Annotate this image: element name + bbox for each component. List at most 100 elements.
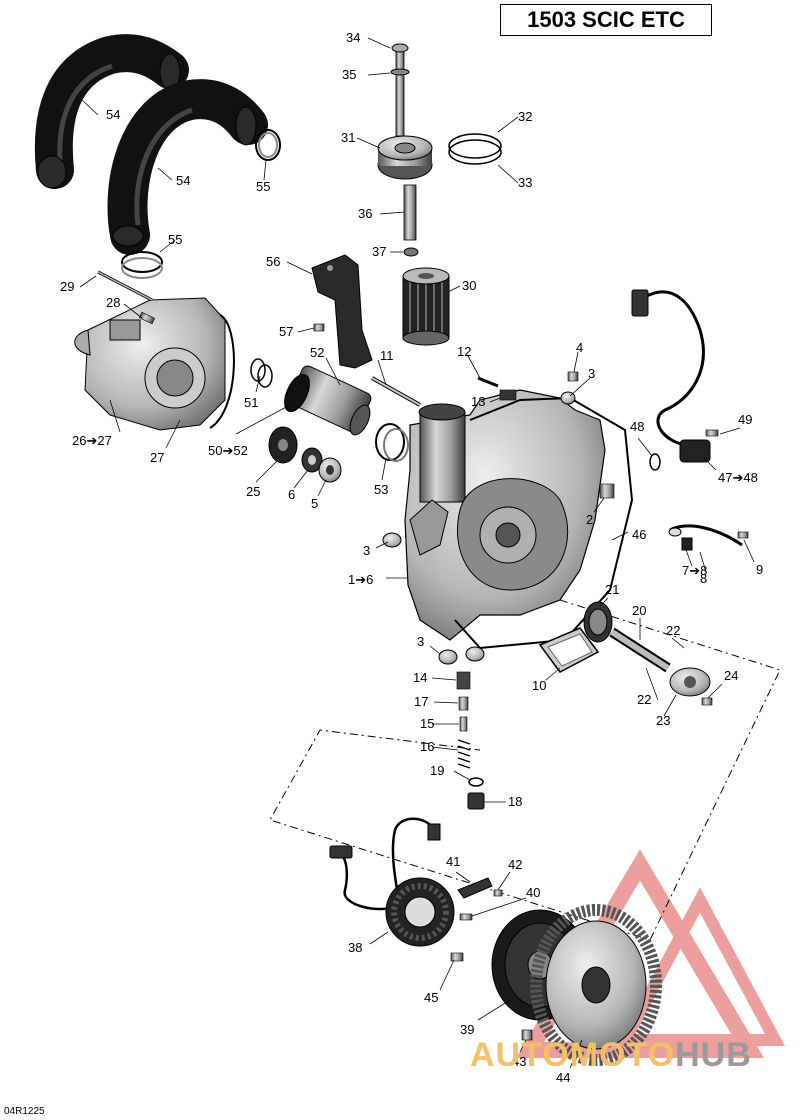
- callout-label: 18: [508, 794, 522, 809]
- gasket-10: [538, 627, 600, 673]
- gasket-46: [454, 396, 634, 650]
- callout-label: 17: [414, 694, 428, 709]
- bolt-11: [371, 376, 421, 407]
- callout-label: 3: [417, 634, 424, 649]
- hose-54-lower: [107, 79, 268, 255]
- callout-label: 52: [310, 345, 324, 360]
- plug-18: [467, 792, 485, 810]
- callout-label: 9: [756, 562, 763, 577]
- callout-label: 49: [738, 412, 752, 427]
- water-pump-housing-27: [74, 297, 235, 431]
- callout-label: 3: [588, 366, 595, 381]
- callout-label: 44: [556, 1070, 570, 1085]
- callout-label: 54: [176, 173, 190, 188]
- callout-label: 26➔27: [72, 433, 112, 448]
- screw-28: [138, 311, 156, 325]
- callout-label: 56: [266, 254, 280, 269]
- callout-label: 38: [348, 940, 362, 955]
- watermark-part-1: AUTO: [470, 1036, 570, 1074]
- callout-label: 53: [374, 482, 388, 497]
- callout-label: 7➔8: [682, 563, 707, 578]
- stator-38: [385, 877, 455, 947]
- watermark-part-2: MOTO: [569, 1036, 676, 1074]
- callout-label: 21: [605, 582, 619, 597]
- screw-49: [705, 429, 719, 437]
- bracket-41: [457, 877, 493, 899]
- screw-12: [477, 376, 499, 388]
- stator-wire: [329, 817, 441, 911]
- callout-label: 41: [446, 854, 460, 869]
- drawing-reference-code: 04R1225: [4, 1106, 45, 1117]
- callout-label: 43: [512, 1054, 526, 1069]
- callout-label: 6: [288, 487, 295, 502]
- callout-label: 22: [666, 623, 680, 638]
- o-ring-48: [649, 453, 661, 471]
- callout-label: 12: [457, 344, 471, 359]
- oil-filter-30: [402, 267, 450, 346]
- callout-label: 24: [724, 668, 738, 683]
- model-title: 1503 SCIC ETC: [500, 4, 712, 36]
- bolt-43: [521, 1029, 533, 1041]
- callout-label: 19: [430, 763, 444, 778]
- screw-45: [450, 952, 464, 962]
- callout-label: 37: [372, 244, 386, 259]
- tube-36: [403, 184, 417, 241]
- callout-label: 48: [630, 419, 644, 434]
- callout-label: 28: [106, 295, 120, 310]
- callout-label: 40: [526, 885, 540, 900]
- screw-9: [737, 531, 749, 539]
- callout-label: 10: [532, 678, 546, 693]
- callout-label: 36: [358, 206, 372, 221]
- callout-label: 25: [246, 484, 260, 499]
- callout-label: 16: [420, 739, 434, 754]
- callout-label: 13: [471, 394, 485, 409]
- callout-label: 54: [106, 107, 120, 122]
- callout-label: 27: [150, 450, 164, 465]
- callout-label: 39: [460, 1022, 474, 1037]
- callout-label: 3: [363, 543, 370, 558]
- plug-4: [567, 371, 579, 382]
- callout-label: 29: [60, 279, 74, 294]
- screw-42: [493, 889, 503, 897]
- hose-54-upper: [34, 34, 189, 189]
- pump-cover-23: [669, 667, 711, 697]
- callout-label: 35: [342, 67, 356, 82]
- pump-shaft-20: [609, 627, 671, 673]
- impeller-shaft-52: [284, 365, 372, 436]
- screw-40: [459, 913, 473, 921]
- screw-24: [701, 697, 713, 706]
- o-ring-19: [468, 777, 484, 787]
- callout-label: 23: [656, 713, 670, 728]
- callout-label: 20: [632, 603, 646, 618]
- spring-16: [457, 739, 471, 769]
- bushing-2: [599, 483, 615, 499]
- impeller-25: [268, 426, 298, 464]
- plug-3-a: [382, 532, 402, 548]
- plug-3-c: [438, 646, 485, 665]
- clamp-53: [375, 423, 409, 462]
- callout-label: 5: [311, 496, 318, 511]
- callout-label: 22: [637, 692, 651, 707]
- bolt-57: [313, 323, 325, 332]
- callout-label: 2: [586, 512, 593, 527]
- clamp-55-lower: [121, 251, 163, 279]
- seal-6: [301, 447, 323, 473]
- callout-label: 32: [518, 109, 532, 124]
- clamp-55-upper: [255, 129, 281, 161]
- callout-label: 55: [168, 232, 182, 247]
- callout-label: 30: [462, 278, 476, 293]
- callout-label: 42: [508, 857, 522, 872]
- callout-label: 31: [341, 130, 355, 145]
- bracket-56: [311, 254, 373, 369]
- sensor-47-48: [631, 289, 711, 463]
- callout-label: 15: [420, 716, 434, 731]
- bearing-5: [318, 457, 342, 483]
- callout-label: 1➔6: [348, 572, 373, 587]
- callout-label: 47➔48: [718, 470, 758, 485]
- piston-15: [459, 716, 468, 732]
- hose-7-8: [668, 524, 743, 551]
- callout-label: 51: [244, 395, 258, 410]
